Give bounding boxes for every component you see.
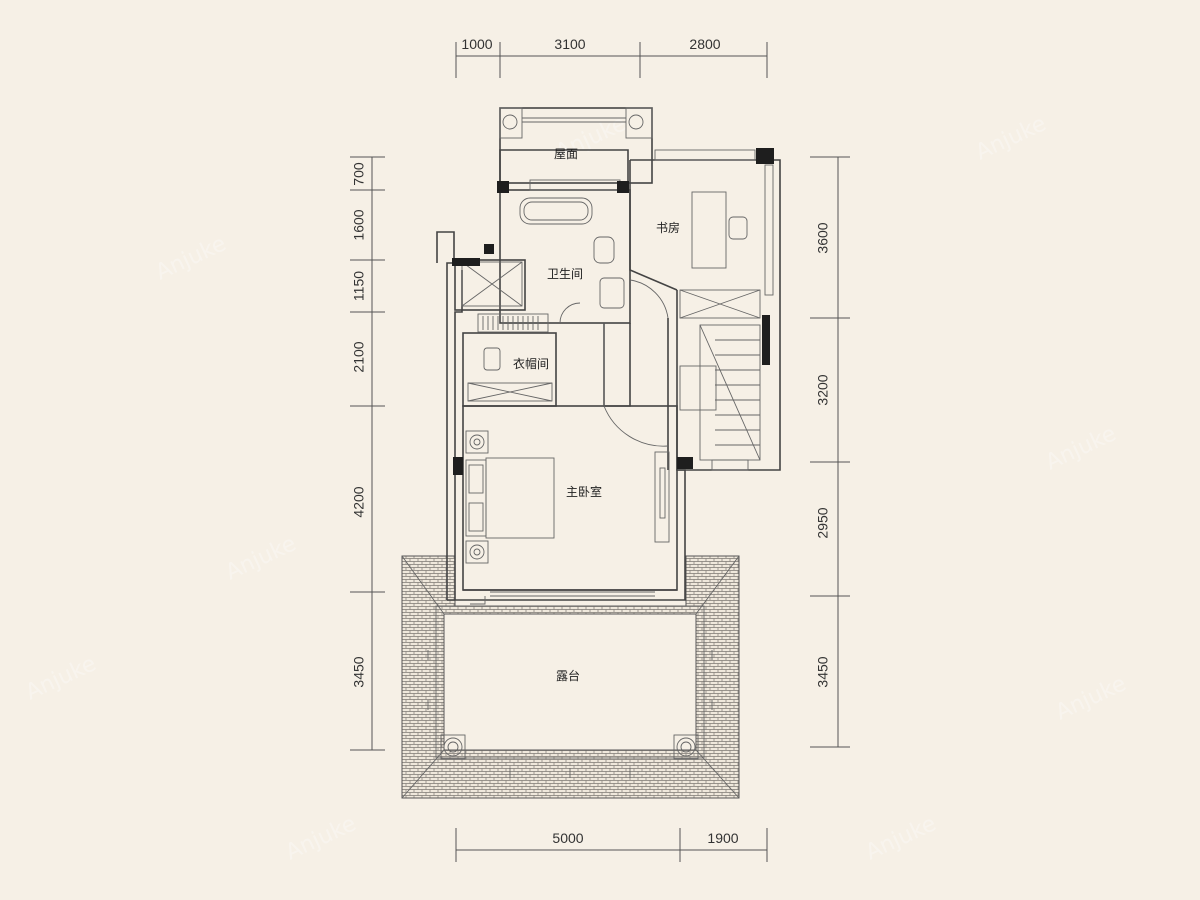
- watermark: Anjuke: [862, 811, 940, 865]
- closet: 衣帽间: [467, 313, 553, 402]
- right-dimensions: 3600 3200 2950 3450: [810, 156, 850, 748]
- dim-left-5: 4200: [351, 486, 367, 517]
- watermark: Anjuke: [152, 231, 230, 285]
- dim-left-3: 1150: [351, 271, 367, 301]
- dim-top-2: 3100: [554, 36, 585, 52]
- watermark: Anjuke: [22, 651, 100, 705]
- dim-bottom-2: 1900: [707, 830, 738, 846]
- dim-bottom-1: 5000: [552, 830, 583, 846]
- room-label-master-bedroom: 主卧室: [566, 484, 602, 499]
- building-walls: [436, 149, 781, 601]
- master-bedroom: 主卧室: [465, 279, 670, 564]
- dim-right-4: 3450: [815, 656, 831, 687]
- watermark: Anjuke: [1042, 421, 1120, 475]
- room-label-roof: 屋面: [554, 147, 578, 161]
- watermark: Anjuke: [1052, 671, 1130, 725]
- roof-area: 屋面: [499, 107, 653, 191]
- dim-left-6: 3450: [351, 656, 367, 687]
- dim-right-2: 3200: [815, 374, 831, 405]
- staircase: [679, 289, 761, 471]
- watermark: Anjuke: [282, 811, 360, 865]
- left-dimensions: 700 1600 1150 2100 4200 3450: [350, 156, 385, 751]
- dim-top-3: 2800: [689, 36, 720, 52]
- room-label-study: 书房: [656, 220, 680, 235]
- dim-left-2: 1600: [351, 209, 367, 240]
- bathroom: 卫生间: [461, 197, 625, 324]
- watermark: Anjuke: [972, 111, 1050, 165]
- door-step: [470, 596, 486, 605]
- watermark: Anjuke: [222, 531, 300, 585]
- room-label-closet: 衣帽间: [513, 356, 549, 371]
- room-label-terrace: 露台: [556, 668, 580, 683]
- dim-left-1: 700: [351, 162, 367, 186]
- structural-columns: [452, 148, 774, 475]
- terrace: 露台: [401, 555, 740, 799]
- sliding-door: [490, 591, 655, 597]
- dim-right-3: 2950: [815, 507, 831, 538]
- dim-left-4: 2100: [351, 341, 367, 372]
- room-label-bathroom: 卫生间: [547, 267, 583, 281]
- dim-right-1: 3600: [815, 222, 831, 253]
- dim-top-1: 1000: [461, 36, 492, 52]
- top-dimensions: 1000 3100 2800: [455, 36, 768, 78]
- bottom-dimensions: 5000 1900: [455, 828, 768, 862]
- study-room: 书房: [654, 149, 774, 296]
